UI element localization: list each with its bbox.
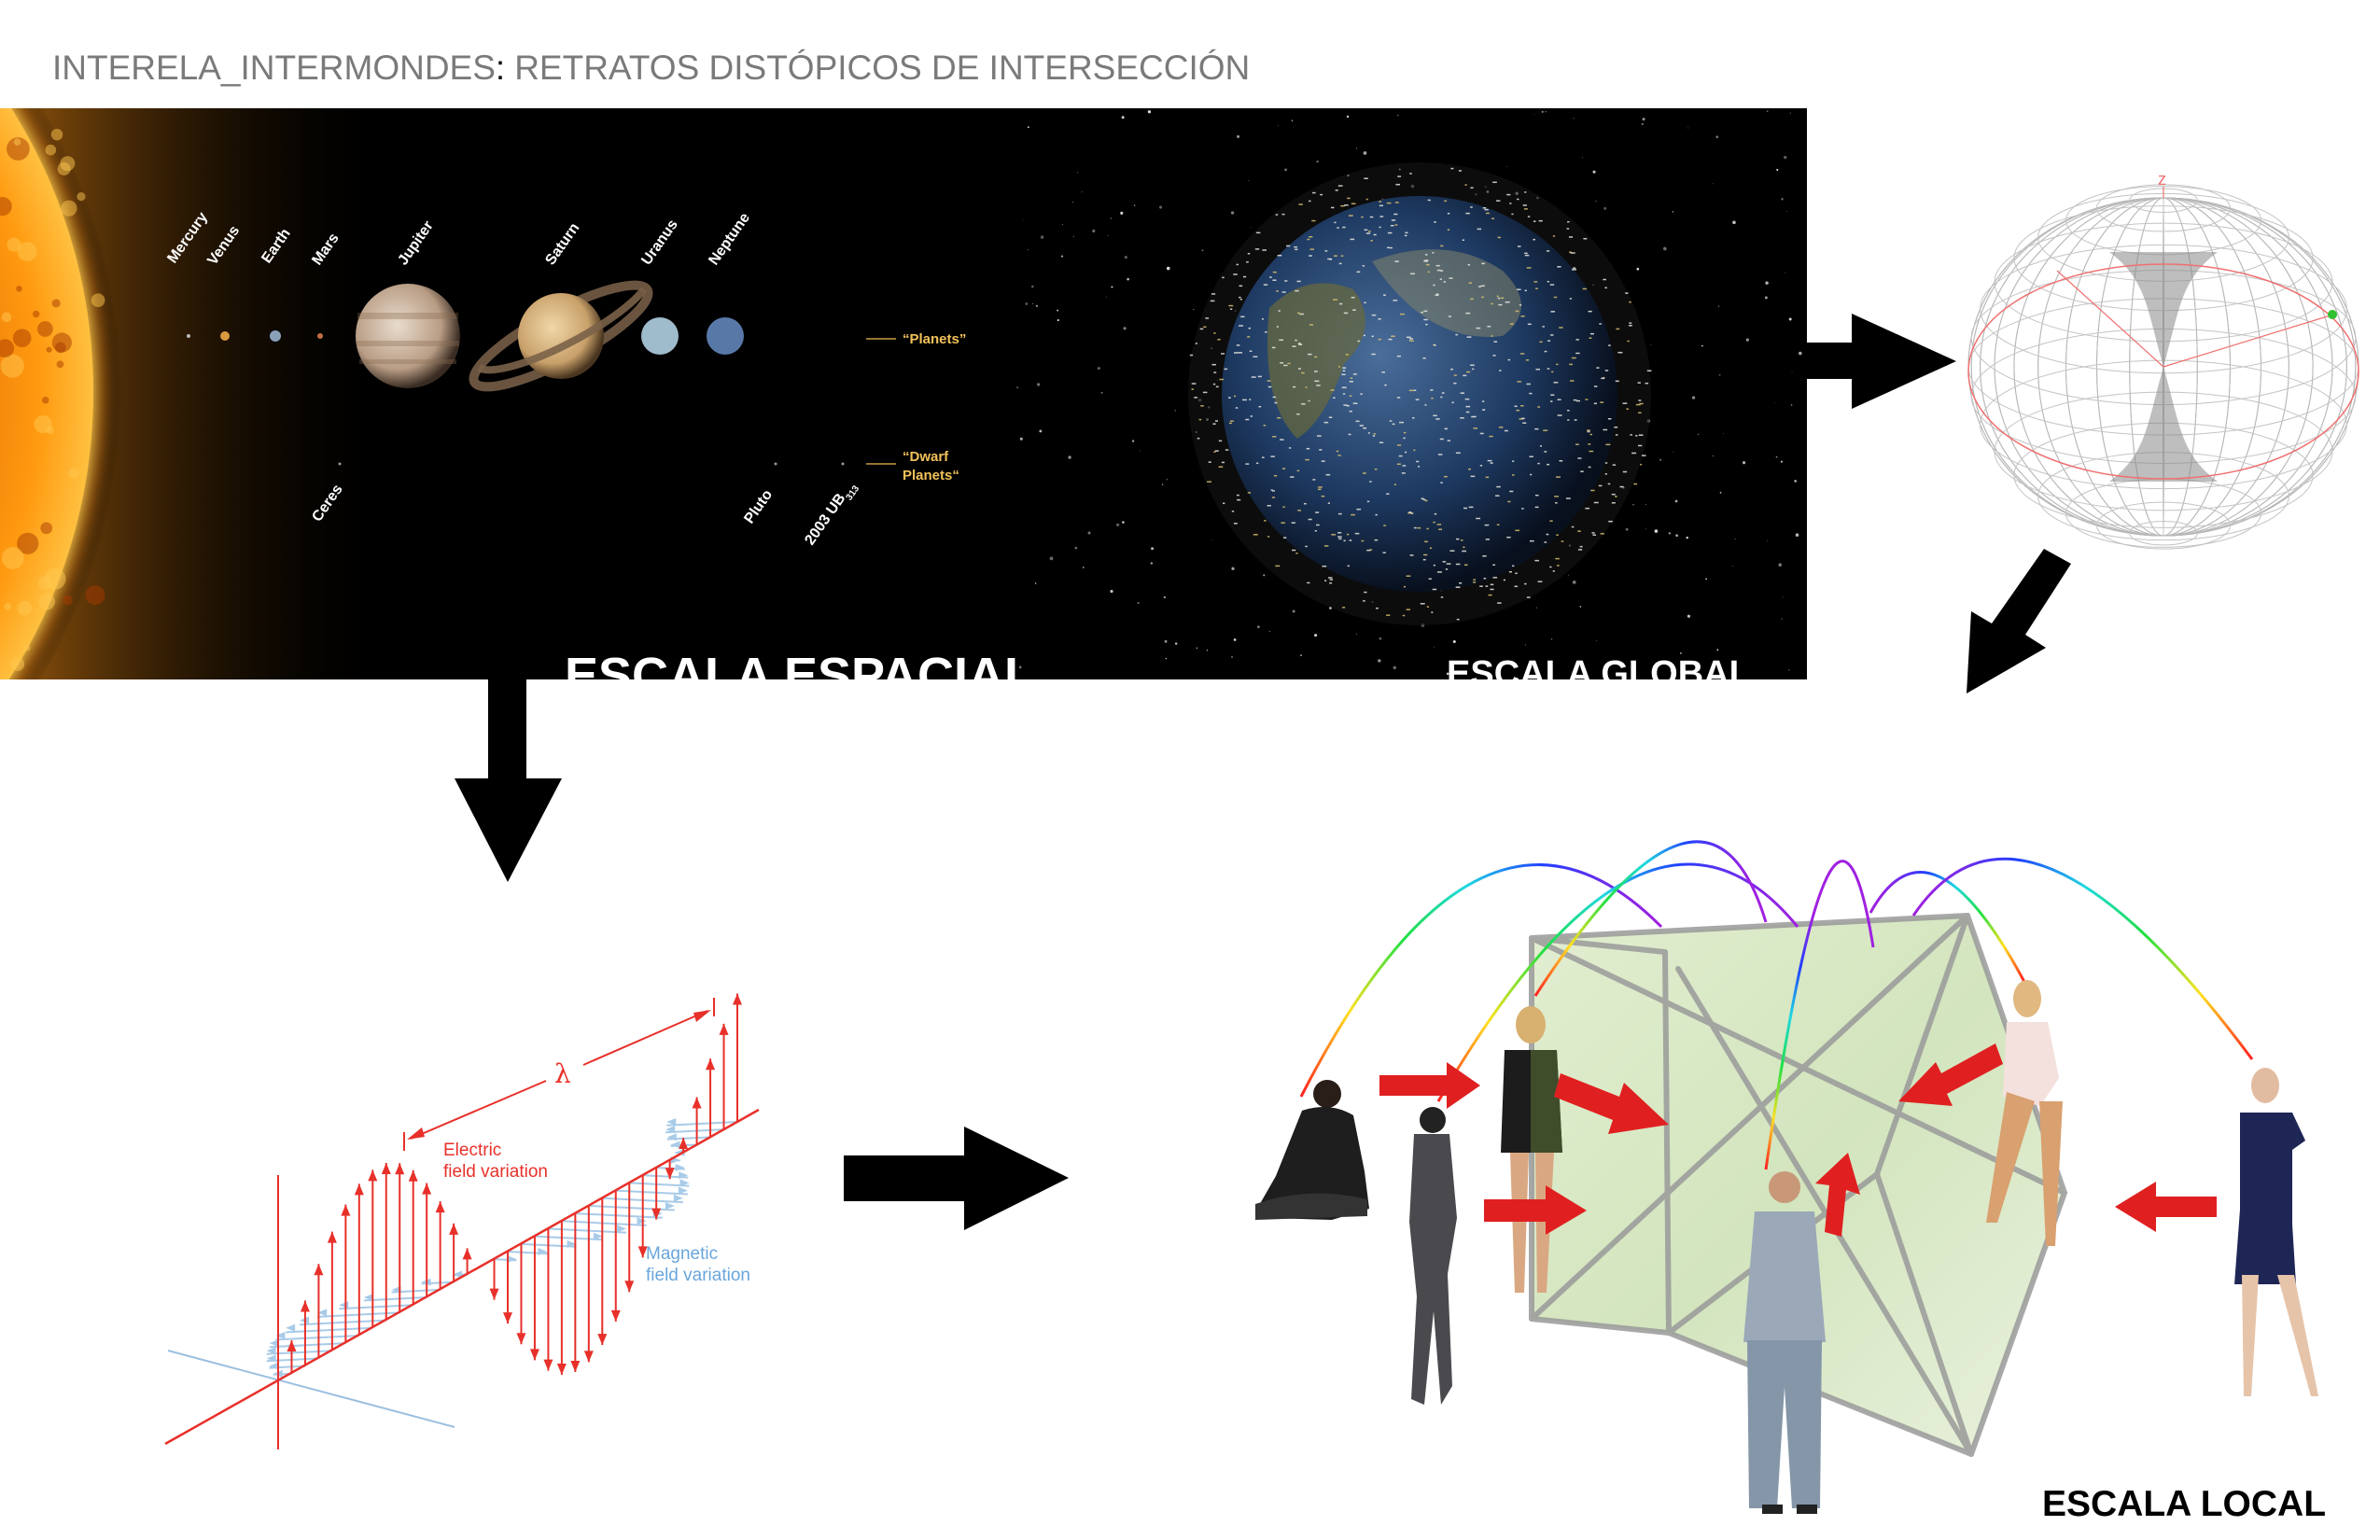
- connection-arc: [1764, 860, 1875, 1170]
- arrow-down-left-to-local: [1967, 549, 2071, 693]
- arrow-right-to-local: [844, 1127, 1069, 1230]
- page-title: INTERELA_INTERMONDES:RETRATOS DISTÓPICOS…: [52, 49, 1250, 87]
- jupiter: [356, 284, 460, 388]
- pluto-dot: [774, 462, 777, 466]
- dwarf-legend-line1: “Dwarf: [903, 449, 949, 465]
- venus: [220, 331, 230, 341]
- em-wave-diagram: λ Electric field variation Magnetic fiel…: [164, 993, 760, 1449]
- jupiter-bands: [357, 313, 459, 364]
- connection-arc: [1869, 871, 2026, 983]
- z-axis-label: z: [2158, 170, 2166, 189]
- title-project: INTERELA_INTERMONDES: [52, 49, 496, 87]
- ub313-dot: [841, 462, 845, 466]
- person-crouching-woman: [1986, 980, 2063, 1246]
- magnetic-label-line2: field variation: [646, 1266, 750, 1285]
- earth-small: [270, 330, 281, 342]
- equator-line: [1967, 263, 2359, 480]
- dwarf-legend-line2: Planets“: [903, 468, 959, 483]
- planets-legend: “Planets”: [903, 331, 966, 347]
- electric-label-line1: Electric: [443, 1141, 501, 1160]
- label-global-scale: ESCALA GLOBAL: [1447, 654, 1751, 693]
- person-dark-woman: [1409, 1107, 1457, 1405]
- neptune: [707, 317, 744, 355]
- red-arrow-4: [1815, 1153, 1860, 1237]
- label-local-scale: ESCALA LOCAL: [2042, 1484, 2326, 1524]
- electric-label-line2: field variation: [443, 1162, 548, 1182]
- person-sitting-man: [1255, 1080, 1369, 1220]
- red-arrows: [1379, 1043, 2217, 1237]
- wavelength-label: λ: [554, 1058, 571, 1089]
- arrow-down-to-wave: [455, 679, 562, 882]
- observer-point: [2328, 310, 2337, 319]
- connection-arc: [1911, 857, 2254, 1060]
- red-arrow-6: [2115, 1182, 2217, 1232]
- person-blonde-woman: [1501, 1006, 1562, 1293]
- label-spatial-scale: ESCALA ESPACIAL: [565, 648, 1035, 704]
- person-center-man: [1743, 1171, 1826, 1514]
- local-scene: ESCALA LOCAL: [1255, 840, 2326, 1524]
- mars: [317, 333, 323, 339]
- title-subtitle: RETRATOS DISTÓPICOS DE INTERSECCIÓN: [514, 49, 1250, 87]
- ceres-dot: [338, 462, 342, 466]
- red-arrow-5: [1898, 1043, 2003, 1106]
- magnetic-label-line1: Magnetic: [646, 1244, 718, 1264]
- title-separator: :: [496, 49, 505, 87]
- uranus: [641, 317, 679, 355]
- propagation-axis: [164, 1108, 760, 1446]
- person-navy-dress-woman: [2234, 1068, 2318, 1396]
- earth-debris-image: [1016, 110, 1802, 679]
- red-arrow-3: [1554, 1073, 1669, 1134]
- magnetic-axis: [167, 1350, 455, 1428]
- red-arrow-2: [1484, 1185, 1587, 1235]
- red-arrow-1: [1379, 1062, 1480, 1109]
- connection-arc: [1299, 863, 1663, 1098]
- mercury: [187, 334, 190, 338]
- dipole-pattern: z: [1967, 170, 2359, 550]
- saturn: [518, 293, 604, 379]
- connection-arc: [1436, 862, 1799, 1102]
- arrow-right-to-dipole: [1807, 314, 1956, 409]
- connection-arc: [1533, 840, 1768, 997]
